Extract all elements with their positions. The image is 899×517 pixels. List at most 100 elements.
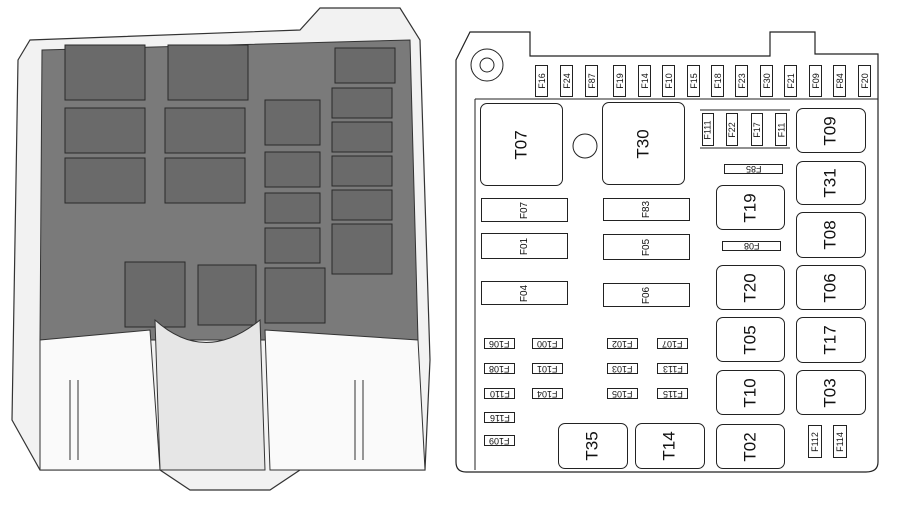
fuse-label: F108 bbox=[489, 363, 510, 374]
fuse-label: F100 bbox=[537, 338, 558, 349]
relay-t14: T14 bbox=[635, 423, 705, 469]
fuse-f104: F104 bbox=[532, 388, 563, 399]
fuse-label: F87 bbox=[586, 73, 597, 89]
relay-t31: T31 bbox=[796, 161, 866, 205]
fuse-f21: F21 bbox=[784, 65, 797, 97]
fuse-label: F110 bbox=[489, 388, 510, 399]
fuse-label: F116 bbox=[489, 412, 510, 423]
fuse-f100: F100 bbox=[532, 338, 563, 349]
fuse-f113: F113 bbox=[657, 363, 688, 374]
fuse-box-3d-render bbox=[11, 7, 431, 491]
fuse-f15: F15 bbox=[687, 65, 700, 97]
relay-label: T05 bbox=[740, 324, 760, 355]
relay-label: T08 bbox=[820, 220, 840, 250]
fuse-f105: F105 bbox=[607, 388, 638, 399]
relay-t20: T20 bbox=[716, 265, 785, 310]
fuse-f102: F102 bbox=[607, 338, 638, 349]
fuse-label: F17 bbox=[752, 121, 763, 138]
fuse-label: F106 bbox=[489, 338, 510, 349]
fuse-f115: F115 bbox=[657, 388, 688, 399]
relay-label: T31 bbox=[820, 168, 840, 198]
fuse-label: F22 bbox=[727, 121, 738, 138]
fuse-label: F113 bbox=[662, 363, 683, 374]
relay-t08: T08 bbox=[796, 212, 866, 258]
fuse-f101: F101 bbox=[532, 363, 563, 374]
relay-t35: T35 bbox=[558, 423, 628, 469]
fuse-f09: F09 bbox=[809, 65, 822, 97]
fuse-label: F16 bbox=[536, 73, 547, 89]
fuse-label: F104 bbox=[537, 388, 558, 399]
fuse-label: F114 bbox=[835, 431, 846, 452]
relay-label: T30 bbox=[633, 128, 653, 159]
fuse-label: F08 bbox=[743, 241, 760, 251]
fuse-f116: F116 bbox=[484, 412, 515, 423]
fuse-f85: F85 bbox=[724, 164, 783, 174]
fuse-label: F10 bbox=[663, 73, 674, 89]
fuse-label: F112 bbox=[810, 431, 821, 452]
fuse-f05: F05 bbox=[603, 234, 690, 260]
fuse-label: F11 bbox=[776, 122, 786, 137]
fuse-label: F85 bbox=[745, 164, 762, 174]
relay-label: T14 bbox=[659, 431, 679, 461]
fuse-f107: F107 bbox=[657, 338, 688, 349]
relay-label: T35 bbox=[582, 431, 602, 461]
fuse-f01: F01 bbox=[481, 233, 568, 259]
fuse-f110: F110 bbox=[484, 388, 515, 399]
relay-label: T17 bbox=[820, 325, 840, 355]
relay-t05: T05 bbox=[716, 317, 785, 362]
relay-t03: T03 bbox=[796, 370, 866, 415]
fuse-f84: F84 bbox=[833, 65, 846, 97]
relay-label: T10 bbox=[740, 377, 760, 408]
fuse-label: F24 bbox=[561, 73, 572, 89]
fuse-label: F84 bbox=[834, 73, 845, 89]
fuse-f06: F06 bbox=[603, 283, 690, 307]
fuse-f11: F11 bbox=[775, 113, 787, 146]
relay-label: T09 bbox=[820, 115, 840, 146]
fuse-label: F105 bbox=[612, 388, 633, 399]
relay-t17: T17 bbox=[796, 317, 866, 363]
relay-t06: T06 bbox=[796, 265, 866, 310]
relay-label: T02 bbox=[740, 431, 760, 462]
fuse-label: F23 bbox=[736, 73, 747, 89]
relay-t19: T19 bbox=[716, 185, 785, 230]
fuse-f16: F16 bbox=[535, 65, 548, 97]
fuse-label: F20 bbox=[859, 73, 870, 89]
relay-label: T19 bbox=[740, 192, 760, 223]
fuse-label: F14 bbox=[639, 73, 650, 89]
fuse-f83: F83 bbox=[603, 198, 690, 221]
fuse-f10: F10 bbox=[662, 65, 675, 97]
fuse-f109: F109 bbox=[484, 435, 515, 446]
fuse-f19: F19 bbox=[613, 65, 626, 97]
fuse-f17: F17 bbox=[751, 113, 763, 146]
fuse-f106: F106 bbox=[484, 338, 515, 349]
fuse-label: F101 bbox=[537, 363, 558, 374]
fuse-f23: F23 bbox=[735, 65, 748, 97]
relay-label: T07 bbox=[511, 129, 531, 160]
fuse-f87: F87 bbox=[585, 65, 598, 97]
fuse-f20: F20 bbox=[858, 65, 871, 97]
fuse-label: F09 bbox=[810, 73, 821, 89]
fuse-label: F01 bbox=[518, 237, 530, 255]
fuse-label: F06 bbox=[640, 286, 652, 304]
relay-t30: T30 bbox=[602, 102, 685, 185]
fuse-f103: F103 bbox=[607, 363, 638, 374]
fuse-f111: F111 bbox=[702, 113, 714, 146]
relay-label: T20 bbox=[740, 272, 760, 303]
fuse-label: F04 bbox=[518, 284, 530, 302]
fuse-label: F115 bbox=[662, 388, 683, 399]
fuse-f04: F04 bbox=[481, 281, 568, 305]
fuse-f114: F114 bbox=[833, 425, 847, 458]
fuse-label: F05 bbox=[640, 238, 652, 256]
fuse-label: F109 bbox=[489, 435, 510, 446]
fuse-label: F103 bbox=[612, 363, 633, 374]
fuse-f108: F108 bbox=[484, 363, 515, 374]
relay-t09: T09 bbox=[796, 108, 866, 153]
fuse-label: F102 bbox=[612, 338, 633, 349]
fuse-label: F15 bbox=[688, 73, 699, 89]
fuse-label: F83 bbox=[640, 200, 652, 219]
relay-label: T03 bbox=[820, 377, 840, 408]
fuse-label: F111 bbox=[703, 119, 713, 140]
fuse-label: F07 bbox=[518, 201, 530, 219]
fuse-label: F21 bbox=[785, 73, 796, 89]
